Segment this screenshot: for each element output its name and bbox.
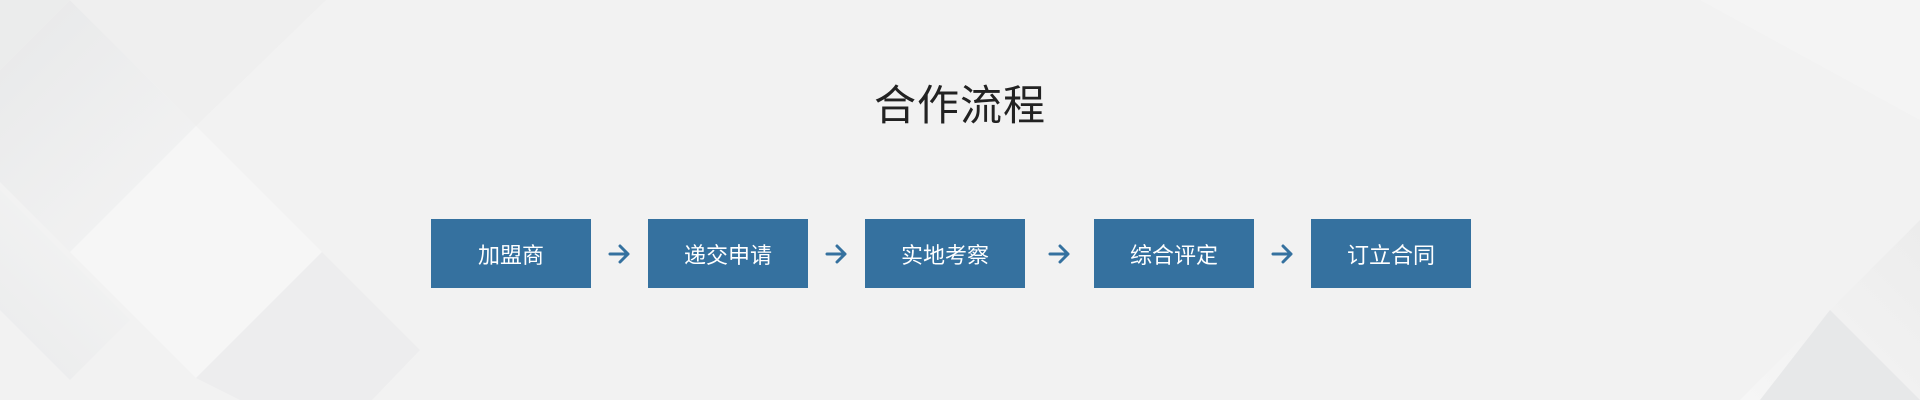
step-label: 递交申请 <box>683 243 772 269</box>
page-title: 合作流程 <box>873 81 1046 130</box>
step-sign-contract[interactable]: 订立合同 <box>1311 219 1471 288</box>
arrow-right-icon <box>1254 219 1311 288</box>
step-site-inspection[interactable]: 实地考察 <box>865 219 1025 288</box>
step-label: 实地考察 <box>900 243 989 269</box>
arrow-right-icon <box>1025 219 1094 288</box>
step-submit-application[interactable]: 递交申请 <box>648 219 808 288</box>
arrow-right-icon <box>591 219 648 288</box>
step-franchisee[interactable]: 加盟商 <box>431 219 591 288</box>
arrow-right-icon <box>808 219 865 288</box>
process-flow: 加盟商 递交申请 实地考察 综合评定 <box>431 219 1471 288</box>
step-label: 综合评定 <box>1129 243 1218 269</box>
step-label: 订立合同 <box>1346 243 1435 269</box>
step-label: 加盟商 <box>477 243 544 269</box>
step-comprehensive-evaluation[interactable]: 综合评定 <box>1094 219 1254 288</box>
